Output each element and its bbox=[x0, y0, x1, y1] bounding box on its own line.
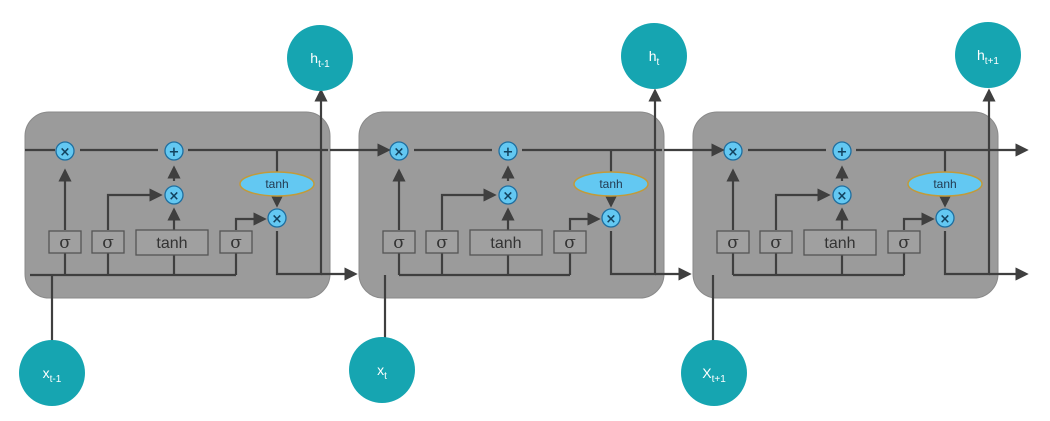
node-subscript: t bbox=[657, 57, 660, 68]
input-node-2: xt bbox=[349, 337, 415, 403]
svg-text:×: × bbox=[940, 212, 951, 227]
node-subscript: t+1 bbox=[985, 56, 1000, 67]
cell-box bbox=[692, 111, 999, 299]
forget-multiply-op: × bbox=[389, 141, 409, 161]
tanh-layer: tanh bbox=[469, 229, 543, 256]
svg-text:Xt+1: Xt+1 bbox=[702, 365, 726, 385]
svg-text:+: + bbox=[837, 145, 848, 160]
sigma-gate: σ bbox=[887, 230, 921, 254]
node-main: X bbox=[702, 365, 712, 381]
gate-label: σ bbox=[436, 233, 448, 253]
cell-add-op: + bbox=[832, 141, 852, 161]
gate-label: tanh bbox=[156, 235, 187, 252]
node-main: x bbox=[377, 362, 384, 378]
svg-text:+: + bbox=[503, 145, 514, 160]
gate-label: σ bbox=[230, 233, 242, 253]
svg-text:ht-1: ht-1 bbox=[310, 50, 330, 70]
svg-text:×: × bbox=[728, 145, 739, 160]
tanh-activation: tanh bbox=[239, 171, 315, 197]
lstm-cell-2: σ σ tanh σ × + × × tanh bbox=[358, 88, 665, 299]
gate-label: σ bbox=[102, 233, 114, 253]
svg-text:xt-1: xt-1 bbox=[43, 365, 62, 385]
input-node-1: xt-1 bbox=[19, 340, 85, 406]
node-main: h bbox=[649, 48, 657, 64]
gate-label: σ bbox=[898, 233, 910, 253]
tanh-layer: tanh bbox=[135, 229, 209, 256]
sigma-gate: σ bbox=[425, 230, 459, 254]
cell-add-op: + bbox=[498, 141, 518, 161]
svg-text:×: × bbox=[272, 212, 283, 227]
tanh-activation: tanh bbox=[573, 171, 649, 197]
gate-label: σ bbox=[770, 233, 782, 253]
input-multiply-op: × bbox=[832, 185, 852, 205]
gate-label: σ bbox=[727, 233, 739, 253]
sigma-gate: σ bbox=[716, 230, 750, 254]
svg-text:ht: ht bbox=[649, 48, 660, 68]
svg-text:+: + bbox=[169, 145, 180, 160]
output-multiply-op: × bbox=[267, 208, 287, 228]
input-node-3: Xt+1 bbox=[681, 340, 747, 406]
input-multiply-op: × bbox=[498, 185, 518, 205]
forget-multiply-op: × bbox=[55, 141, 75, 161]
inter-cell-connections bbox=[25, 143, 1029, 345]
lstm-cell-1: σ σ tanh σ × + × × tanh bbox=[24, 88, 331, 299]
svg-text:×: × bbox=[837, 189, 848, 204]
gate-label: σ bbox=[564, 233, 576, 253]
sigma-gate: σ bbox=[91, 230, 125, 254]
sigma-gate: σ bbox=[219, 230, 253, 254]
sigma-gate: σ bbox=[382, 230, 416, 254]
sigma-gate: σ bbox=[553, 230, 587, 254]
output-node-3: ht+1 bbox=[955, 22, 1021, 88]
svg-text:tanh: tanh bbox=[933, 177, 956, 191]
tanh-activation: tanh bbox=[907, 171, 983, 197]
lstm-cell-3: σ σ tanh σ × + × × tanh bbox=[692, 88, 1029, 299]
cell-add-op: + bbox=[164, 141, 184, 161]
node-subscript: t-1 bbox=[50, 374, 62, 385]
node-main: h bbox=[310, 50, 318, 66]
output-multiply-op: × bbox=[601, 208, 621, 228]
svg-text:×: × bbox=[169, 189, 180, 204]
gate-label: σ bbox=[393, 233, 405, 253]
svg-text:xt: xt bbox=[377, 362, 387, 382]
svg-text:ht+1: ht+1 bbox=[977, 47, 999, 67]
svg-text:×: × bbox=[503, 189, 514, 204]
gate-label: σ bbox=[59, 233, 71, 253]
cell-connections bbox=[58, 88, 328, 277]
svg-text:tanh: tanh bbox=[265, 177, 288, 191]
output-multiply-op: × bbox=[935, 208, 955, 228]
svg-text:×: × bbox=[394, 145, 405, 160]
cell-connections bbox=[726, 88, 1029, 277]
cell-connections bbox=[392, 88, 662, 277]
tanh-layer: tanh bbox=[803, 229, 877, 256]
input-multiply-op: × bbox=[164, 185, 184, 205]
node-subscript: t+1 bbox=[712, 374, 727, 385]
svg-text:×: × bbox=[606, 212, 617, 227]
svg-text:tanh: tanh bbox=[599, 177, 622, 191]
forget-multiply-op: × bbox=[723, 141, 743, 161]
gate-label: tanh bbox=[824, 235, 855, 252]
output-node-1: ht-1 bbox=[287, 25, 353, 91]
cell-box bbox=[358, 111, 665, 299]
output-node-2: ht bbox=[621, 23, 687, 89]
node-subscript: t-1 bbox=[318, 59, 330, 70]
gate-label: tanh bbox=[490, 235, 521, 252]
cell-box bbox=[24, 111, 331, 299]
node-main: x bbox=[43, 365, 50, 381]
sigma-gate: σ bbox=[48, 230, 82, 254]
node-main: h bbox=[977, 47, 985, 63]
node-subscript: t bbox=[384, 371, 387, 382]
sigma-gate: σ bbox=[759, 230, 793, 254]
svg-text:×: × bbox=[60, 145, 71, 160]
